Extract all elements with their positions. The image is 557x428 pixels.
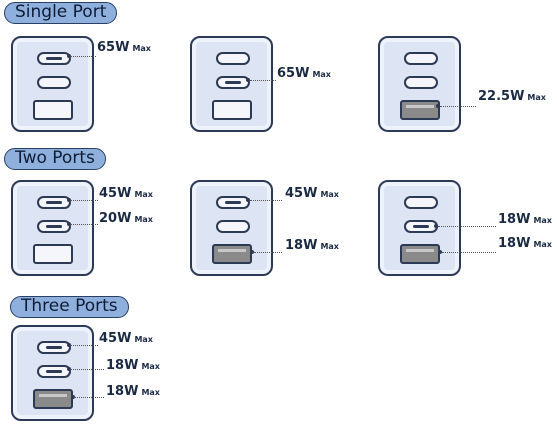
- usb-a-port: [33, 100, 73, 120]
- connector-dot: [250, 250, 254, 254]
- usb-c-port-1: [37, 52, 71, 65]
- leader-line: [440, 106, 476, 107]
- charger-single-middle-c: [190, 36, 273, 132]
- leader-line: [70, 369, 104, 370]
- usb-c-port-2: [404, 220, 438, 233]
- connector-dot: [436, 104, 440, 108]
- charger-two-c-a: [190, 180, 273, 276]
- usb-a-port: [33, 389, 73, 409]
- leader-line: [254, 252, 282, 253]
- leader-line: [250, 200, 282, 201]
- usb-c-port-1: [216, 196, 250, 209]
- connector-dot: [434, 224, 438, 228]
- usb-a-port: [212, 244, 252, 264]
- section-title-three-ports: Three Ports: [10, 296, 129, 318]
- charger-single-usb-a: [378, 36, 461, 132]
- connector-dot: [438, 250, 442, 254]
- usb-c-port-1: [404, 196, 438, 209]
- usb-c-port-2: [216, 76, 250, 89]
- connector-dot: [246, 198, 250, 202]
- connector-dot: [71, 395, 75, 399]
- usb-c-port-2: [37, 76, 71, 89]
- section-title-single-port: Single Port: [4, 2, 118, 24]
- charger-single-top-c: [11, 36, 94, 132]
- leader-line: [438, 226, 496, 227]
- leader-line: [442, 252, 496, 253]
- usb-c-port-1: [37, 341, 71, 354]
- leader-line: [74, 397, 104, 398]
- charger-two-c-c: [11, 180, 94, 276]
- connector-dot: [67, 54, 71, 58]
- connector-dot: [67, 198, 71, 202]
- usb-c-port-2: [216, 220, 250, 233]
- leader-line: [250, 80, 276, 81]
- usb-a-port: [400, 244, 440, 264]
- section-title-two-ports: Two Ports: [4, 148, 106, 170]
- connector-dot: [67, 222, 71, 226]
- usb-a-port: [400, 100, 440, 120]
- usb-c-port-2: [404, 76, 438, 89]
- usb-c-port-2: [37, 365, 71, 378]
- charger-two-c2-a: [378, 180, 461, 276]
- connector-dot: [246, 78, 250, 82]
- usb-c-port-2: [37, 220, 71, 233]
- connector-dot: [67, 367, 71, 371]
- leader-line: [70, 56, 96, 57]
- usb-c-port-1: [404, 52, 438, 65]
- leader-line: [70, 200, 98, 201]
- usb-a-port: [33, 244, 73, 264]
- connector-dot: [67, 343, 71, 347]
- leader-line: [70, 224, 98, 225]
- usb-c-port-1: [37, 196, 71, 209]
- charger-three-ports: [11, 325, 94, 421]
- usb-c-port-1: [216, 52, 250, 65]
- usb-a-port: [212, 100, 252, 120]
- leader-line: [70, 345, 98, 346]
